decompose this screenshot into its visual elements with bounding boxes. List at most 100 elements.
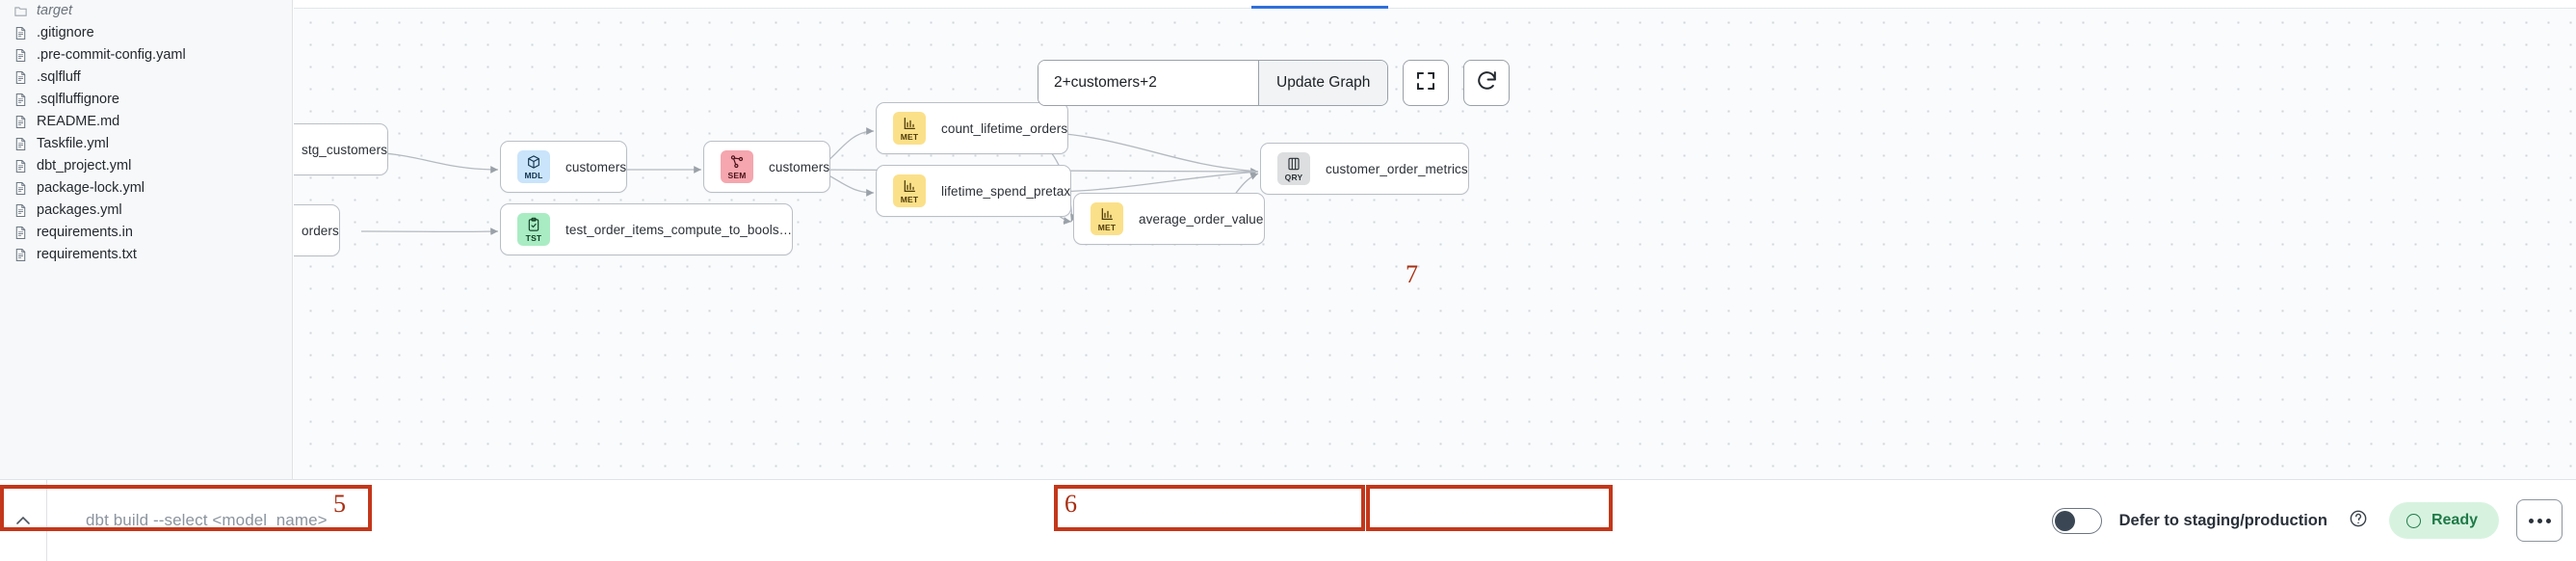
file-row[interactable]: Taskfile.yml (0, 133, 292, 155)
node-label: lifetime_spend_pretax (941, 183, 1071, 199)
bottom-command-bar: dbt build --select <model_name> Defer to… (0, 479, 2576, 561)
annotation-number-6: 6 (1065, 490, 1077, 518)
file-tree[interactable]: target .gitignore .pre-commit-config.yaml.… (0, 0, 292, 266)
node-type-badge-mdl: MDL (517, 150, 550, 183)
annotation-number-5: 5 (333, 490, 346, 518)
file-icon (13, 26, 28, 40)
node-type-badge-qry: QRY (1277, 152, 1310, 185)
status-dot-icon (2405, 513, 2421, 528)
file-icon (13, 159, 28, 174)
graph-node-test_order_items[interactable]: TST test_order_items_compute_to_bools… (500, 203, 794, 255)
node-label: customers (565, 159, 627, 174)
file-icon (13, 93, 28, 107)
more-options-button[interactable] (2516, 499, 2563, 542)
file-row[interactable]: .sqlfluffignore (0, 89, 292, 111)
node-label: customers (769, 159, 830, 174)
fullscreen-button[interactable] (1403, 60, 1450, 106)
file-icon (13, 115, 28, 129)
expand-console-button[interactable] (0, 480, 47, 561)
file-name: target (37, 3, 73, 19)
node-label: test_order_items_compute_to_bools… (565, 222, 793, 237)
refresh-button[interactable] (1463, 60, 1511, 106)
folder-icon (13, 4, 28, 18)
file-row[interactable]: requirements.txt (0, 244, 292, 266)
node-label: orders (302, 223, 339, 238)
file-icon (13, 70, 28, 85)
file-icon (13, 226, 28, 240)
graph-toolbar[interactable]: 2+customers+2 Update Graph (1038, 60, 1511, 106)
file-row[interactable]: target (0, 0, 292, 22)
file-icon (13, 137, 28, 151)
node-label: stg_customers (302, 142, 388, 157)
node-type-abbr: TST (525, 232, 542, 243)
cube-icon (526, 154, 541, 170)
node-type-badge-met: MET (893, 174, 926, 207)
file-name: requirements.in (37, 225, 133, 241)
file-explorer-panel[interactable]: target .gitignore .pre-commit-config.yaml.… (0, 0, 293, 479)
file-name: package-lock.yml (37, 180, 145, 197)
file-icon (13, 48, 28, 63)
help-circle-icon[interactable] (2349, 509, 2368, 533)
fullscreen-icon (1414, 69, 1437, 97)
node-label: count_lifetime_orders (941, 120, 1068, 136)
file-icon (13, 248, 28, 262)
file-icon (13, 181, 28, 196)
active-tab-indicator (1251, 6, 1388, 9)
defer-label: Defer to staging/production (2118, 511, 2327, 529)
file-row[interactable]: requirements.in (0, 222, 292, 244)
command-input[interactable]: dbt build --select <model_name> (86, 511, 328, 529)
file-row[interactable]: README.md (0, 111, 292, 133)
graph-node-count_lifetime_orders[interactable]: MET count_lifetime_orders (876, 102, 1069, 154)
query-icon (1286, 156, 1301, 172)
graph-node-orders_src[interactable]: MDLorders (294, 204, 340, 256)
node-type-abbr: MET (1097, 222, 1117, 232)
status-label: Ready (2431, 512, 2478, 528)
ellipsis-icon (2528, 518, 2551, 523)
node-label: customer_order_metrics (1326, 161, 1468, 176)
graph-node-customer_order_metrics[interactable]: QRY customer_order_metrics (1260, 143, 1469, 195)
graph-node-customers_sem[interactable]: SEM customers (703, 141, 831, 193)
file-row[interactable]: package-lock.yml (0, 177, 292, 200)
file-row[interactable]: .pre-commit-config.yaml (0, 44, 292, 67)
bar-chart-icon (902, 178, 917, 194)
node-type-badge-sem: SEM (721, 150, 753, 183)
file-name: requirements.txt (37, 247, 137, 263)
node-type-abbr: MET (900, 131, 919, 142)
file-row[interactable]: .sqlfluff (0, 67, 292, 89)
file-name: .sqlfluffignore (37, 92, 119, 108)
node-type-abbr: MET (900, 194, 919, 204)
defer-toggle[interactable] (2051, 507, 2102, 534)
chevron-up-icon (15, 511, 31, 530)
update-graph-button[interactable]: Update Graph (1258, 61, 1388, 105)
clipboard-check-icon (526, 217, 541, 232)
node-label: average_order_value (1139, 211, 1264, 227)
file-name: Taskfile.yml (37, 136, 109, 152)
file-row[interactable]: dbt_project.yml (0, 155, 292, 177)
editor-tab-strip (294, 0, 2576, 9)
file-row[interactable]: packages.yml (0, 200, 292, 222)
graph-selector-combo[interactable]: 2+customers+2 Update Graph (1038, 60, 1389, 106)
defer-control-group[interactable]: Defer to staging/production (2051, 507, 2389, 534)
file-name: .sqlfluff (37, 69, 81, 86)
file-row[interactable]: .gitignore (0, 22, 292, 44)
bar-chart-icon (902, 116, 917, 131)
graph-selector-input[interactable]: 2+customers+2 (1038, 61, 1258, 105)
graph-node-lifetime_spend_pretax[interactable]: MET lifetime_spend_pretax (876, 165, 1072, 217)
annotation-number-7: 7 (1406, 260, 1418, 288)
node-type-abbr: MDL (524, 170, 543, 180)
graph-node-stg_customers[interactable]: MDLstg_customers (294, 123, 389, 175)
graph-node-average_order_value[interactable]: MET average_order_value (1073, 193, 1265, 245)
status-badge[interactable]: Ready (2388, 502, 2499, 539)
node-type-badge-tst: TST (517, 213, 550, 246)
share-nodes-icon (729, 154, 745, 170)
node-type-abbr: QRY (1284, 172, 1303, 182)
file-name: README.md (37, 114, 120, 130)
lineage-graph-canvas[interactable]: MDLstg_customersMDLorders MDL customersTST… (294, 0, 2576, 479)
file-name: .pre-commit-config.yaml (37, 47, 186, 64)
file-name: dbt_project.yml (37, 158, 132, 174)
defer-toggle-knob (2055, 510, 2076, 531)
bar-chart-icon (1099, 206, 1115, 222)
graph-node-customers_mdl[interactable]: MDL customers (500, 141, 628, 193)
node-type-badge-met: MET (893, 112, 926, 145)
